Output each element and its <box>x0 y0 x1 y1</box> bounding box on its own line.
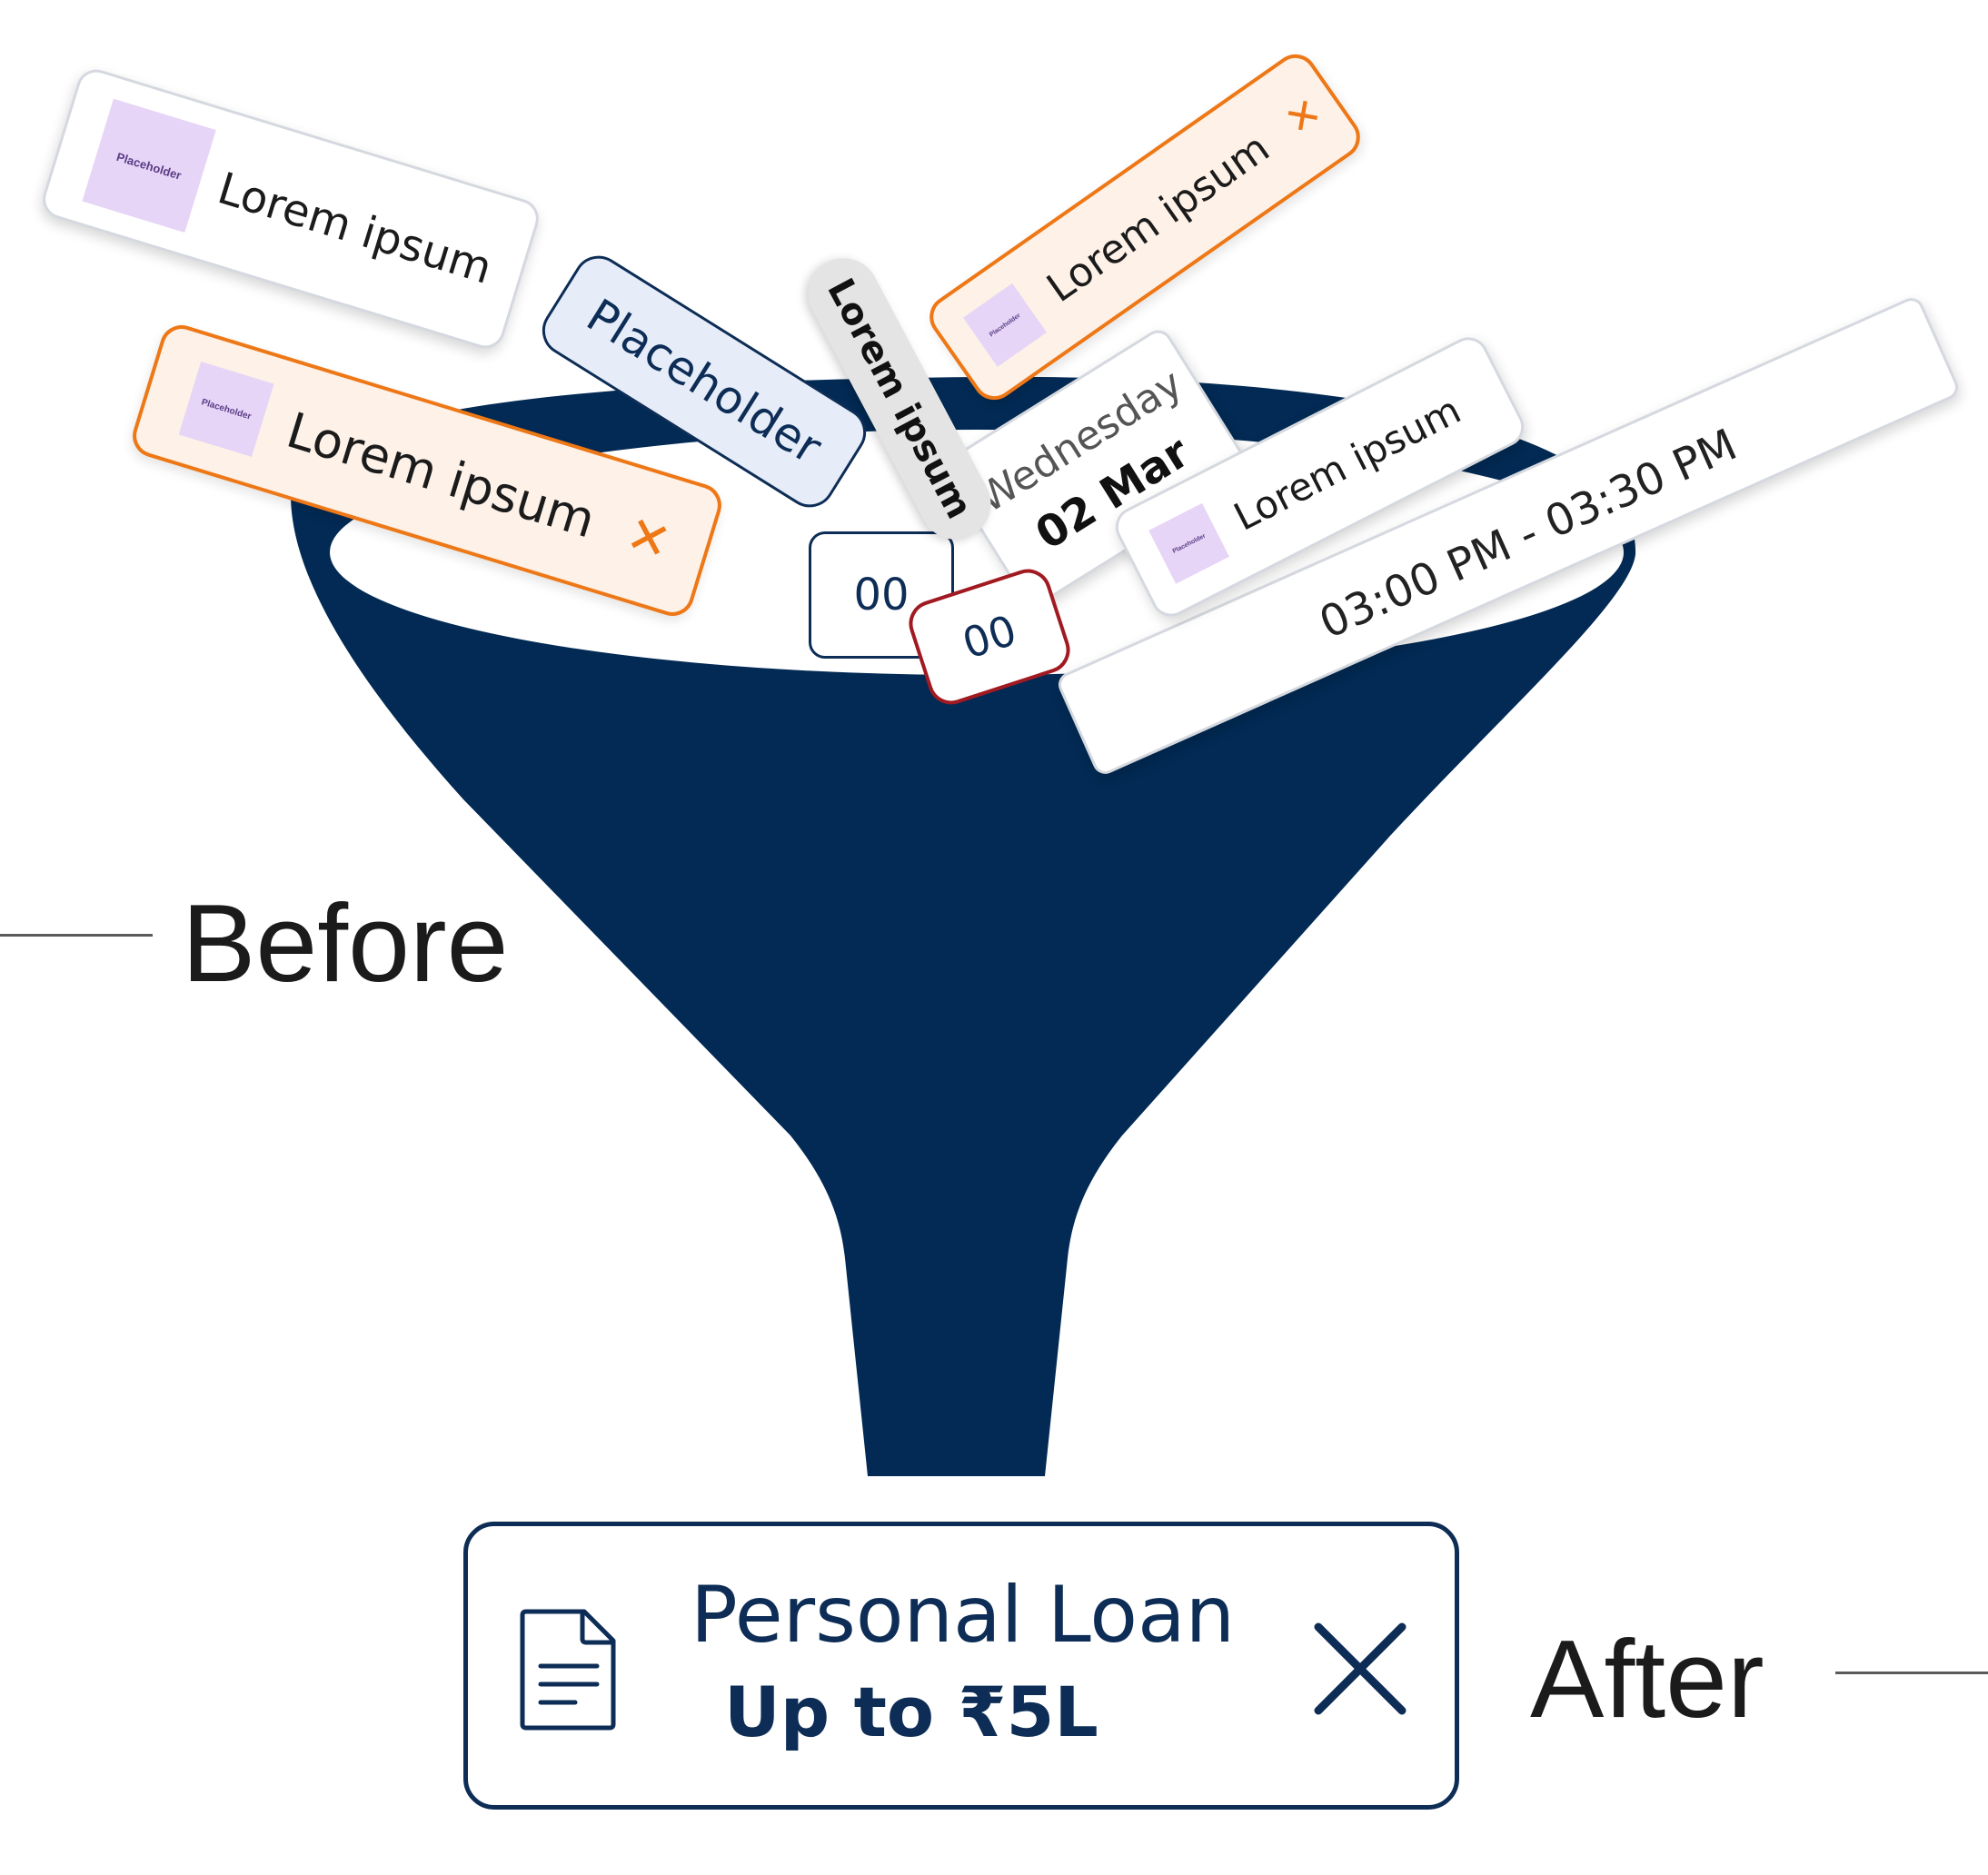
before-leader-line <box>0 934 153 937</box>
minute-a-value: 00 <box>853 570 910 620</box>
close-icon[interactable]: ✕ <box>619 503 678 573</box>
before-label: Before <box>182 881 509 1005</box>
close-icon[interactable]: ✕ <box>1276 87 1331 145</box>
thumbnail-placeholder: Placeholder <box>1148 502 1229 584</box>
card-chip-text: Lorem ipsum <box>212 163 498 294</box>
document-icon <box>520 1609 616 1731</box>
thumbnail-placeholder: Placeholder <box>82 98 216 233</box>
after-leader-line <box>1835 1672 1988 1674</box>
thumbnail-placeholder: Placeholder <box>178 362 274 457</box>
close-icon[interactable] <box>1313 1622 1407 1716</box>
after-label: After <box>1530 1617 1764 1741</box>
thumbnail-placeholder: Placeholder <box>963 283 1047 367</box>
loan-title: Personal Loan <box>691 1570 1236 1661</box>
minute-b-value: 00 <box>956 605 1023 669</box>
personal-loan-card[interactable]: Personal Loan Up to ₹5L <box>463 1522 1459 1810</box>
loan-amount: Up to ₹5L <box>724 1672 1098 1752</box>
